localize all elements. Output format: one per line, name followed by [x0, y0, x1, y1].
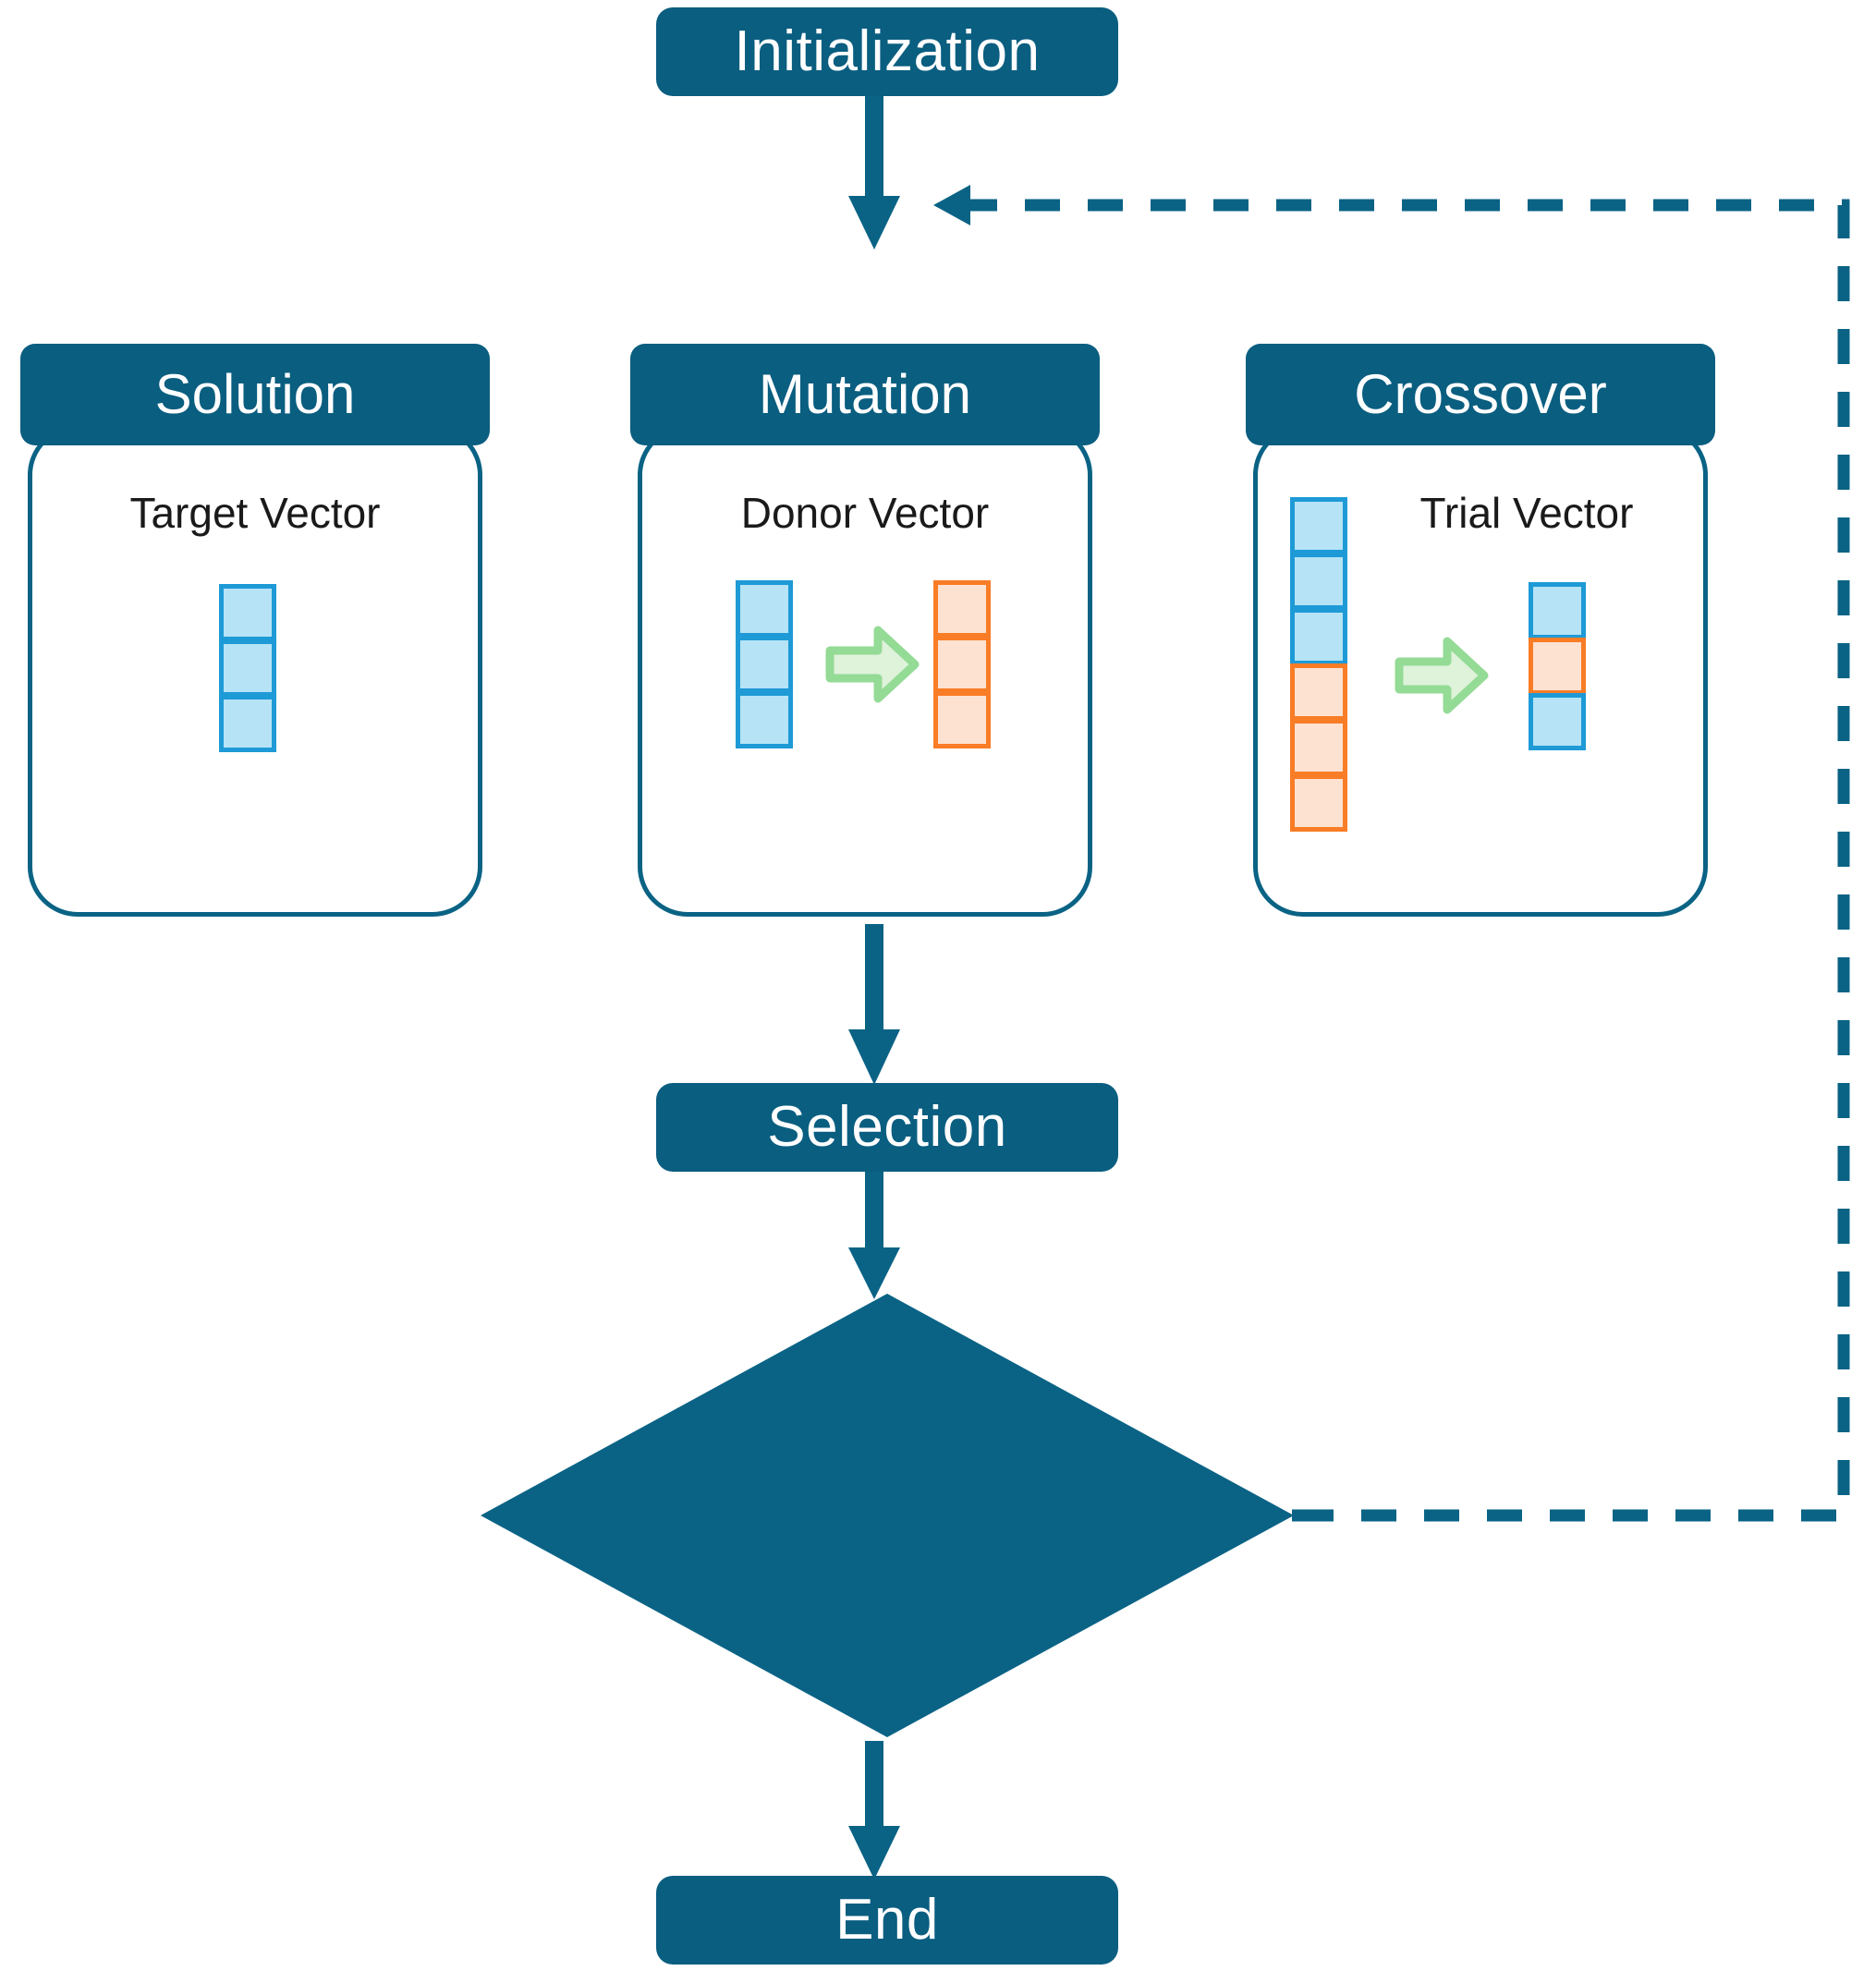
- vector-cell: [1529, 638, 1586, 695]
- vector-cell: [219, 584, 276, 641]
- node-initialization[interactable]: Initialization: [656, 7, 1118, 96]
- vector-trial-output: [1529, 582, 1586, 750]
- down-arrow-icon-initialization-to-mutation: [848, 92, 900, 249]
- vector-cell: [933, 580, 991, 638]
- node-end[interactable]: End: [656, 1876, 1118, 1965]
- panel-crossover-header-label: Crossover: [1354, 363, 1607, 425]
- vector-target: [219, 584, 276, 752]
- panel-crossover-header[interactable]: Crossover: [1246, 344, 1715, 445]
- vector-cell: [736, 580, 793, 638]
- node-end-label: End: [835, 1888, 939, 1952]
- right-arrow-icon-mutation: [825, 626, 920, 703]
- vector-cell: [1290, 497, 1347, 554]
- down-arrow-icon-mutation-to-selection: [848, 924, 900, 1085]
- vector-cell: [736, 691, 793, 748]
- vector-cell: [219, 639, 276, 697]
- vector-cell: [736, 636, 793, 693]
- node-selection-label: Selection: [767, 1095, 1007, 1159]
- vector-cell: [1529, 693, 1586, 750]
- diamond-shape: [481, 1294, 1294, 1737]
- vector-cell: [1290, 774, 1347, 832]
- vector-cell: [1290, 608, 1347, 665]
- node-initialization-label: Initialization: [734, 19, 1041, 83]
- panel-solution-header[interactable]: Solution: [20, 344, 490, 445]
- down-arrow-icon-decision-to-end: [848, 1741, 900, 1880]
- vector-cell: [1290, 663, 1347, 721]
- vector-cell: [219, 695, 276, 752]
- vector-cell: [1290, 719, 1347, 776]
- vector-donor-output: [933, 580, 991, 748]
- panel-solution-header-label: Solution: [154, 363, 356, 425]
- down-arrow-icon-selection-to-decision: [848, 1168, 900, 1299]
- panel-mutation-header[interactable]: Mutation: [630, 344, 1100, 445]
- vector-cell: [933, 691, 991, 748]
- node-selection[interactable]: Selection: [656, 1083, 1118, 1172]
- vector-cell: [1290, 553, 1347, 610]
- node-decision[interactable]: Meet Stopping Condition ?: [481, 1294, 1294, 1737]
- vector-cell: [933, 636, 991, 693]
- vector-trial-input: [1290, 497, 1347, 832]
- vector-donor-input: [736, 580, 793, 748]
- vector-cell: [1529, 582, 1586, 639]
- panel-mutation-header-label: Mutation: [758, 363, 972, 425]
- right-arrow-icon-crossover: [1395, 637, 1489, 714]
